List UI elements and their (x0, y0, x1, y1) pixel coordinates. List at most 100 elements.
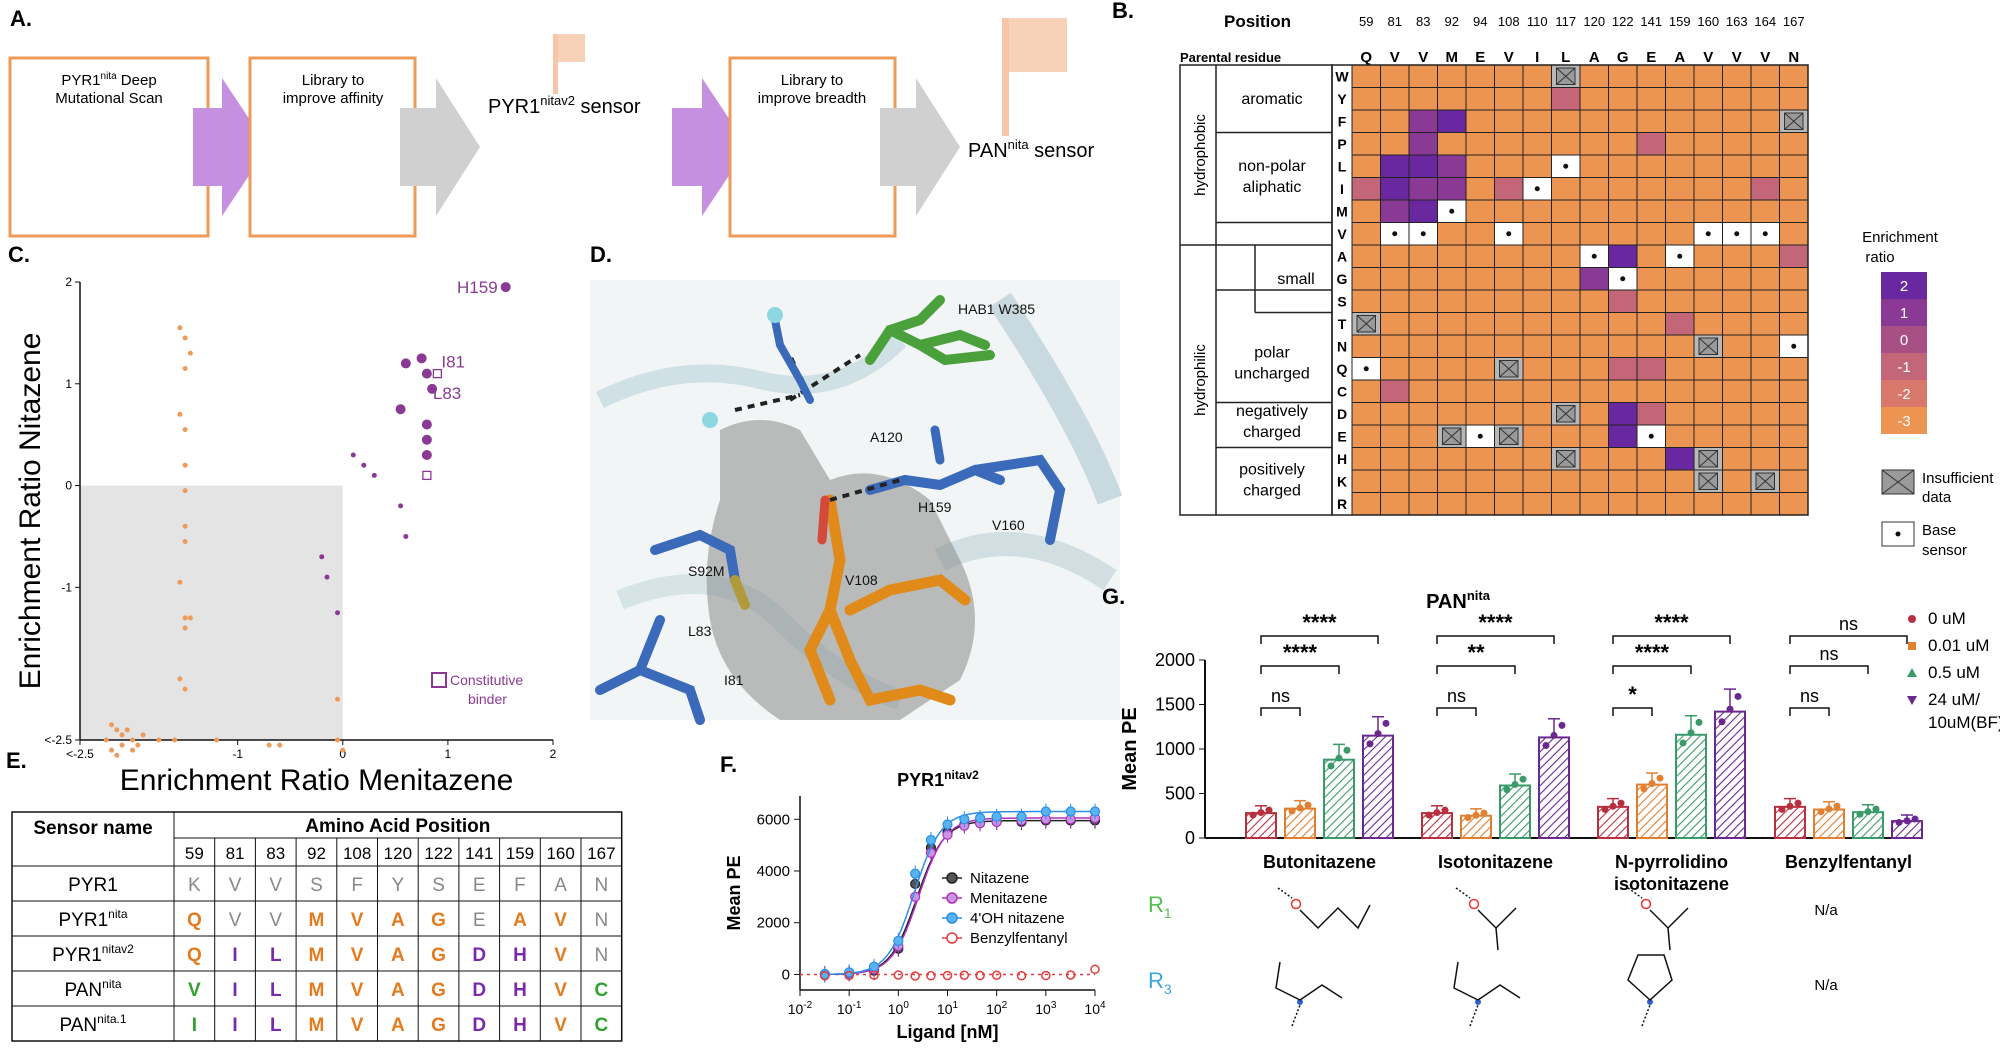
heatmap-cell (1750, 132, 1780, 156)
amino-acid-cell: Q (187, 910, 202, 931)
heatmap-cell (1636, 109, 1666, 133)
data-point (959, 970, 970, 981)
legend-base-dot (1895, 531, 1901, 537)
heatmap-cell (1437, 154, 1467, 178)
heatmap-cell (1636, 199, 1666, 223)
heatmap-cell (1579, 64, 1609, 88)
panel-c-letter: C. (8, 242, 30, 267)
scatter-point-purple (324, 574, 330, 580)
amino-acid-cell: V (351, 910, 364, 931)
replicate-point (1640, 785, 1648, 793)
data-point (893, 935, 904, 946)
heatmap-cell (1380, 312, 1410, 336)
x-tick-label: 104 (1084, 1000, 1106, 1017)
scatter-point-orange (214, 737, 220, 743)
heatmap-cell (1665, 334, 1695, 358)
heatmap-cell (1437, 469, 1467, 493)
amino-acid-cell: D (472, 980, 486, 1001)
y-axis-label: Mean PE (724, 855, 744, 930)
replicate-point (1718, 718, 1726, 726)
residue-row-label: Q (1337, 361, 1348, 377)
heatmap-cell (1779, 402, 1809, 426)
heatmap-cell (1494, 402, 1524, 426)
replicate-point (1327, 762, 1335, 770)
parental-residue: I (1535, 49, 1539, 66)
heatmap-cell (1494, 379, 1524, 403)
significance-label: * (1628, 682, 1637, 707)
scatter-point-orange (114, 727, 120, 733)
heatmap-cell (1522, 132, 1552, 156)
sensor1-base: PYR1 (488, 96, 540, 118)
heatmap-cell (1551, 177, 1581, 201)
annotation-h159: H159 (457, 278, 498, 297)
heatmap-cell (1665, 154, 1695, 178)
legend-marker (946, 932, 958, 944)
heatmap-cell (1494, 64, 1524, 88)
heatmap-cell (1465, 492, 1495, 516)
flow-arrow (193, 78, 268, 216)
residue-group-label: charged (1243, 424, 1301, 441)
heatmap-cell (1494, 154, 1524, 178)
amino-acid-cell: E (473, 910, 486, 931)
heatmap-cell (1351, 199, 1381, 223)
replicate-point (1895, 818, 1903, 826)
position-header: 167 (587, 844, 615, 863)
heatmap-cell (1579, 469, 1609, 493)
legend-marker (946, 912, 958, 924)
sensor-name-sup: nitav2 (102, 942, 134, 956)
amino-acid-cell: I (232, 980, 237, 1001)
position-tick: 110 (1527, 14, 1548, 29)
residue-row-label: A (1337, 248, 1347, 264)
sensor1-sup: nitav2 (540, 93, 575, 108)
scatter-point-orange (182, 335, 188, 341)
g-title-sup: nita (1467, 588, 1491, 603)
replicate-point (1343, 746, 1351, 754)
legend-marker (946, 892, 958, 904)
replicate-point (1257, 809, 1265, 817)
x-tick-exp: 4 (1100, 1000, 1106, 1011)
replicate-point (1425, 811, 1433, 819)
legend-marker (1908, 642, 1916, 650)
heatmap-cell (1693, 87, 1723, 111)
replicate-point (1296, 804, 1304, 812)
amino-acid-cell: V (229, 875, 242, 896)
residue-row-label: W (1335, 68, 1349, 84)
heatmap-cell (1636, 379, 1666, 403)
heatmap-cell (1465, 222, 1495, 246)
replicate-point (1519, 775, 1527, 783)
heatmap-cell (1665, 177, 1695, 201)
bar (1323, 758, 1355, 839)
heatmap-cell (1750, 402, 1780, 426)
heatmap-cell (1693, 64, 1723, 88)
heatmap-cell (1636, 469, 1666, 493)
heatmap-cell (1408, 492, 1438, 516)
heatmap-cell (1665, 447, 1695, 471)
data-point (1016, 811, 1027, 822)
significance-label: ns (1800, 686, 1819, 706)
y-tick-label: 2000 (1155, 650, 1195, 670)
na-label-r1: N/a (1814, 902, 1838, 919)
parental-residue: V (1703, 49, 1713, 66)
heatmap-cell (1408, 447, 1438, 471)
residue-group-label: uncharged (1234, 366, 1310, 383)
heatmap-cell (1522, 424, 1552, 448)
legend-marker (1908, 615, 1916, 623)
x-tick-label: 10-1 (837, 1000, 862, 1017)
heatmap-cell (1551, 334, 1581, 358)
heatmap-cell (1693, 379, 1723, 403)
header-amino-acid-position: Amino Acid Position (305, 816, 490, 837)
parental-residue: E (1475, 49, 1485, 66)
x-tick-label: 101 (937, 1000, 959, 1017)
nitrogen-atom (1647, 999, 1653, 1005)
replicate-point (1726, 705, 1734, 713)
insufficient-cross (1556, 67, 1576, 85)
heatmap-cell (1665, 267, 1695, 291)
significance-label: ns (1271, 686, 1290, 706)
na-label-r3: N/a (1814, 977, 1838, 994)
r3-label: R3 (1148, 968, 1172, 997)
attachment-bond (1627, 887, 1643, 899)
diethylamine (1275, 961, 1343, 1001)
attachment-bond (1277, 887, 1293, 899)
data-point (991, 811, 1002, 822)
